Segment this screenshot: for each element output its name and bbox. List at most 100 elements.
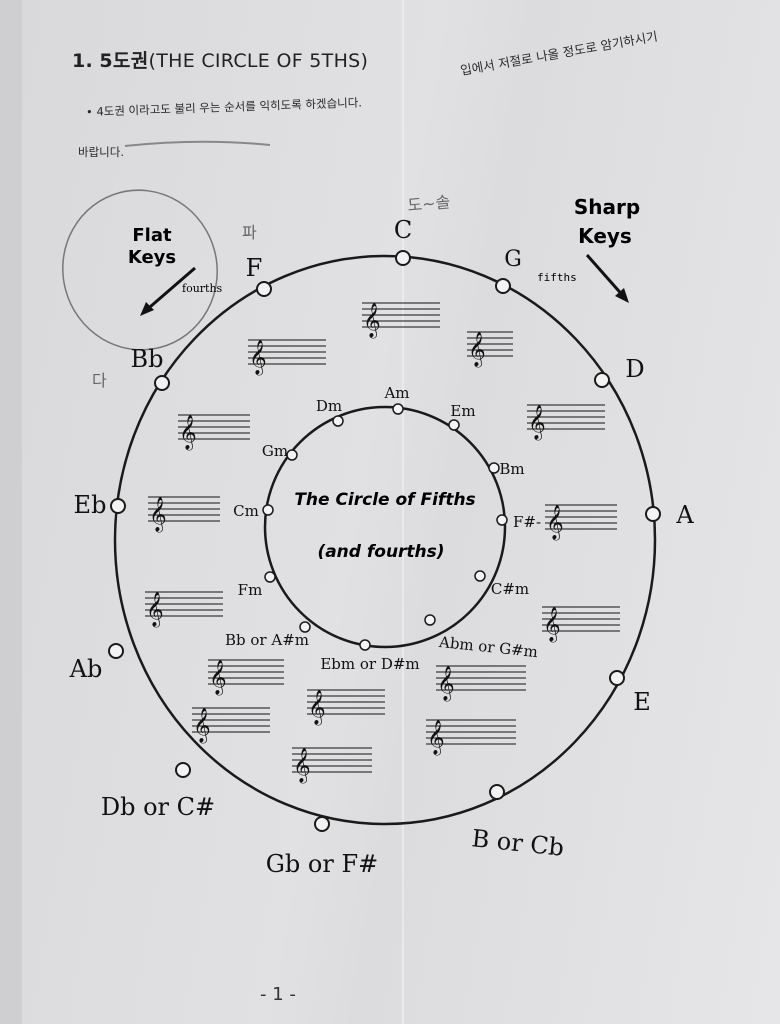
key-signature-staff: 𝄞 bbox=[192, 707, 270, 744]
fourths-label: fourths bbox=[182, 282, 223, 295]
major-key-label: E bbox=[633, 688, 651, 716]
treble-clef-icon: 𝄞 bbox=[146, 592, 164, 628]
flat-arrow bbox=[142, 266, 196, 315]
minor-key-label: Bm bbox=[499, 460, 524, 478]
minor-key-node bbox=[424, 614, 436, 626]
key-signature-staff: 𝄞 bbox=[426, 719, 516, 756]
treble-clef-icon: 𝄞 bbox=[468, 332, 486, 368]
major-key-label: Db or C# bbox=[101, 793, 215, 821]
minor-key-node bbox=[488, 462, 500, 474]
section-heading: 1. 5도권(THE CIRCLE OF 5THS) bbox=[72, 46, 368, 73]
minor-key-node bbox=[262, 504, 274, 516]
minor-key-label: Ebm or D#m bbox=[320, 655, 419, 673]
key-signature-staff: 𝄞 bbox=[307, 689, 385, 726]
major-key-node bbox=[256, 281, 272, 297]
major-key-label: Ab bbox=[69, 655, 103, 683]
key-signature-staff: 𝄞 bbox=[208, 659, 284, 696]
key-signature-staff: 𝄞 bbox=[545, 504, 617, 541]
major-key-node bbox=[314, 816, 330, 832]
sharp-arrow bbox=[585, 254, 627, 299]
minor-key-node bbox=[264, 571, 276, 583]
center-title: The Circle of Fifths bbox=[294, 490, 475, 510]
key-signature-staff: 𝄞 bbox=[292, 747, 372, 784]
page-number: - 1 - bbox=[260, 984, 296, 1005]
heading-number: 1. bbox=[72, 50, 94, 72]
major-key-node bbox=[645, 506, 661, 522]
heading-english: (THE CIRCLE OF 5THS) bbox=[148, 50, 369, 72]
center-subtitle: (and fourths) bbox=[317, 542, 444, 562]
key-signature-staff: 𝄞 bbox=[248, 339, 326, 376]
treble-clef-icon: 𝄞 bbox=[308, 690, 326, 726]
key-signature-staff: 𝄞 bbox=[467, 331, 513, 368]
key-signature-staff: 𝄞 bbox=[542, 606, 620, 643]
major-key-node bbox=[175, 762, 191, 778]
pencil-circle bbox=[62, 189, 218, 351]
minor-key-label: Em bbox=[450, 402, 475, 420]
key-signature-staff: 𝄞 bbox=[362, 302, 440, 339]
minor-key-node bbox=[474, 570, 486, 582]
minor-key-label: Am bbox=[383, 384, 409, 402]
key-signature-staff: 𝄞 bbox=[145, 591, 223, 628]
minor-key-node bbox=[286, 449, 298, 461]
minor-key-node bbox=[359, 639, 371, 651]
treble-clef-icon: 𝄞 bbox=[546, 505, 564, 541]
pencil-underline bbox=[124, 140, 271, 147]
major-key-node bbox=[594, 372, 610, 388]
major-key-node bbox=[495, 278, 511, 294]
key-signature-staff: 𝄞 bbox=[148, 496, 220, 533]
minor-key-node bbox=[332, 415, 344, 427]
minor-key-label: Abm or G#m bbox=[437, 633, 539, 661]
key-signature-staff: 𝄞 bbox=[436, 665, 526, 702]
major-key-label: F bbox=[246, 254, 263, 282]
major-key-label: Eb bbox=[74, 491, 107, 519]
flat-keys-label: Flat bbox=[132, 225, 172, 246]
major-key-label: C bbox=[394, 216, 412, 244]
handwritten-da: 다 bbox=[92, 371, 107, 390]
treble-clef-icon: 𝄞 bbox=[149, 497, 167, 533]
minor-key-label: Bb or A#m bbox=[225, 631, 309, 649]
minor-key-label: Cm bbox=[233, 502, 259, 520]
fifths-label: fifths bbox=[537, 271, 577, 284]
minor-key-label: C#m bbox=[491, 580, 529, 598]
major-key-label: Bb bbox=[131, 345, 164, 373]
heading-korean: 5도권 bbox=[99, 50, 149, 72]
flat-arrowhead-icon bbox=[140, 302, 154, 316]
treble-clef-icon: 𝄞 bbox=[249, 340, 267, 376]
paper-fold bbox=[402, 0, 404, 1024]
instruction-line-2: 바랍니다. bbox=[78, 145, 124, 159]
treble-clef-icon: 𝄞 bbox=[179, 415, 197, 451]
treble-clef-icon: 𝄞 bbox=[427, 720, 445, 756]
treble-clef-icon: 𝄞 bbox=[363, 303, 381, 339]
handwritten-pa: 파 bbox=[242, 223, 257, 242]
treble-clef-icon: 𝄞 bbox=[293, 748, 311, 784]
key-signature-staff: 𝄞 bbox=[527, 404, 605, 441]
outer-circle bbox=[113, 254, 657, 826]
minor-key-label: Dm bbox=[316, 397, 342, 415]
major-key-node bbox=[110, 498, 126, 514]
major-key-node bbox=[154, 375, 170, 391]
key-signature-staff: 𝄞 bbox=[178, 414, 250, 451]
major-key-label: A bbox=[675, 501, 694, 529]
major-key-label: B or Cb bbox=[470, 824, 565, 862]
treble-clef-icon: 𝄞 bbox=[193, 708, 211, 744]
sharp-keys-label: Sharp bbox=[574, 195, 640, 219]
major-key-node bbox=[108, 643, 124, 659]
minor-key-node bbox=[299, 621, 311, 633]
minor-key-label: F#- bbox=[513, 513, 541, 531]
flat-keys-label-2: Keys bbox=[128, 247, 176, 268]
treble-clef-icon: 𝄞 bbox=[437, 666, 455, 702]
minor-key-node bbox=[448, 419, 460, 431]
minor-key-node bbox=[496, 514, 508, 526]
inner-circle bbox=[263, 405, 507, 649]
treble-clef-icon: 𝄞 bbox=[543, 607, 561, 643]
major-key-node bbox=[395, 250, 411, 266]
major-key-node bbox=[489, 784, 505, 800]
treble-clef-icon: 𝄞 bbox=[209, 660, 227, 696]
sharp-keys-label-2: Keys bbox=[578, 224, 632, 248]
major-key-label: D bbox=[625, 355, 644, 383]
sharp-arrowhead-icon bbox=[615, 288, 629, 303]
minor-key-label: Fm bbox=[238, 581, 263, 599]
minor-key-label: Gm bbox=[262, 442, 288, 460]
treble-clef-icon: 𝄞 bbox=[528, 405, 546, 441]
